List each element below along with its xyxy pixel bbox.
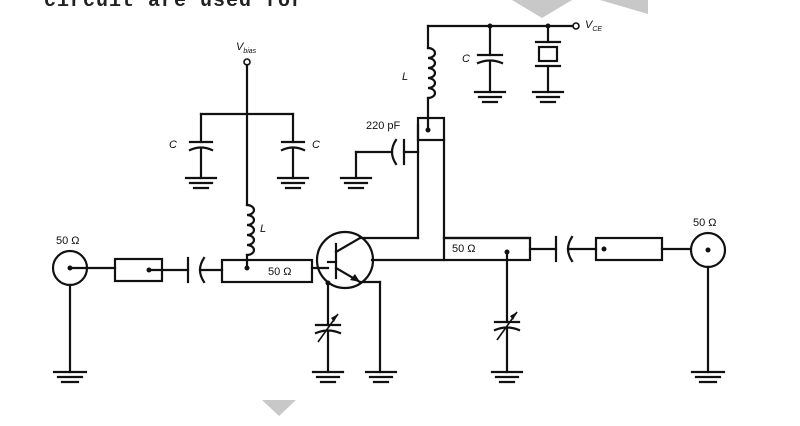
- input-coupling-capacitor: [186, 256, 224, 284]
- transistor: [310, 230, 375, 290]
- 220pf-label: 220 pF: [366, 120, 401, 132]
- output-coupling-capacitor: [528, 235, 598, 263]
- output-port: 50 Ω: [689, 217, 727, 384]
- 220pf-capacitor: 220 pF: [339, 120, 420, 190]
- v-bias-label: Vbias: [236, 41, 257, 55]
- corner-arrow-icon: [600, 0, 648, 14]
- output-impedance-label: 50 Ω: [693, 217, 717, 229]
- collector-network: L VCE C: [402, 19, 602, 142]
- scroll-down-arrow-icon[interactable]: [262, 400, 296, 416]
- choke-inductor-label: L: [402, 71, 408, 83]
- scroll-up-arrow-icon: [512, 0, 572, 18]
- supply-cap-label: C: [462, 53, 470, 65]
- input-microstrip: [220, 258, 314, 284]
- bias-inductor-label: L: [260, 223, 266, 235]
- input-trimmer-capacitor: [311, 280, 345, 384]
- input-impedance-label: 50 Ω: [56, 235, 80, 247]
- input-port: 50 Ω: [51, 235, 89, 384]
- emitter-ground: [358, 280, 398, 384]
- output-microstrip-label: 50 Ω: [452, 243, 476, 255]
- output-trimmer-capacitor: [490, 250, 524, 384]
- v-ce-label: VCE: [585, 19, 602, 33]
- cropped-heading: circuit are used for: [44, 0, 304, 13]
- bias-cap-right-label: C: [312, 139, 320, 151]
- input-microstrip-label: 50 Ω: [268, 266, 292, 278]
- bias-network: Vbias C C L: [169, 41, 320, 270]
- bias-cap-left-label: C: [169, 139, 177, 151]
